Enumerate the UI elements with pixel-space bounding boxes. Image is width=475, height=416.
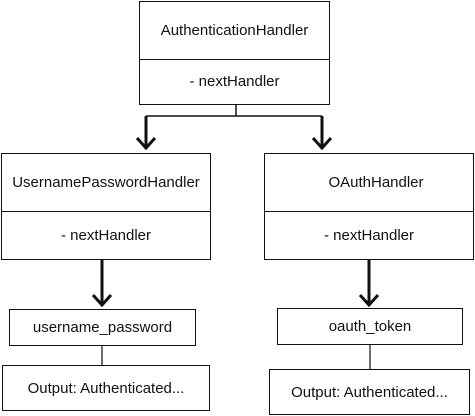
node-label: oauth_token [328, 318, 412, 335]
node-field: - nextHandler [189, 73, 280, 90]
node-username-password-input[interactable]: username_password [9, 309, 196, 346]
node-label: username_password [32, 319, 173, 336]
node-authentication-handler[interactable]: AuthenticationHandler - nextHandler [139, 1, 330, 105]
node-field: - nextHandler [60, 226, 152, 244]
node-oauth-handler[interactable]: OAuthHandler - nextHandler [264, 153, 474, 260]
node-name: AuthenticationHandler [160, 22, 309, 39]
arrow-to-userpass-input-head [91, 293, 113, 308]
node-name: UsernamePasswordHandler [12, 174, 200, 191]
node-username-password-handler[interactable]: UsernamePasswordHandler - nextHandler [1, 153, 211, 260]
node-name: OAuthHandler [328, 174, 424, 191]
arrow-to-oauth-head [311, 136, 333, 151]
arrow-to-oauth-input-head [358, 293, 380, 308]
node-divider [2, 211, 210, 212]
node-userpass-output[interactable]: Output: Authenticated... [2, 365, 210, 411]
node-field: - nextHandler [323, 226, 415, 244]
node-oauth-token-input[interactable]: oauth_token [277, 308, 463, 345]
arrow-to-userpass-head [135, 136, 157, 151]
node-divider [265, 211, 473, 212]
node-divider [140, 59, 329, 60]
node-label: Output: Authenticated... [291, 383, 448, 401]
node-label: Output: Authenticated... [27, 379, 185, 397]
node-oauth-output[interactable]: Output: Authenticated... [269, 369, 470, 415]
